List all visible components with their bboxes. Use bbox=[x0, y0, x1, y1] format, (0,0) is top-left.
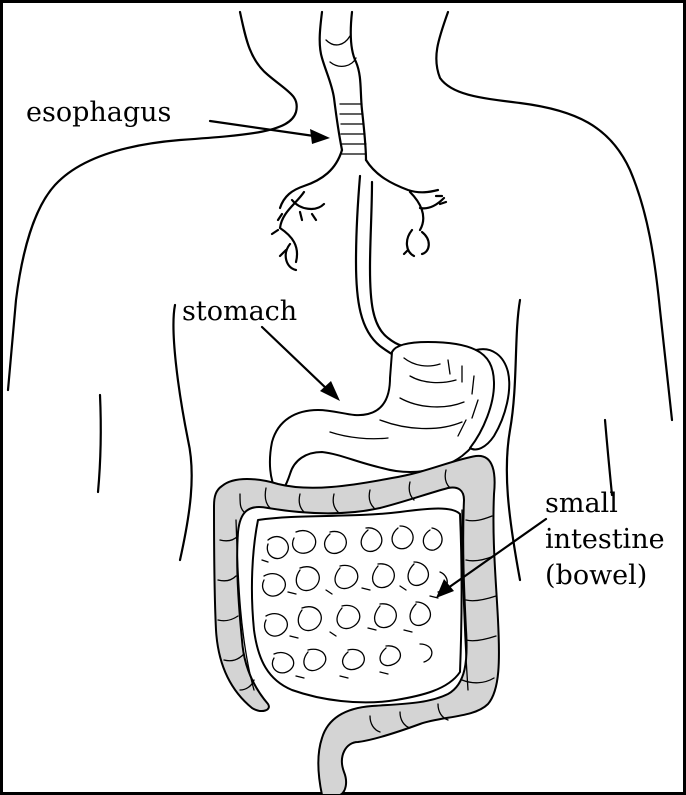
label-small-intestine-line3: (bowel) bbox=[545, 560, 647, 592]
esophagus-arrow bbox=[210, 121, 314, 136]
esophagus-organ bbox=[272, 12, 446, 362]
label-esophagus: esophagus bbox=[26, 97, 171, 129]
label-small-intestine-line1: small bbox=[545, 488, 618, 520]
label-small-intestine-line2: intestine bbox=[545, 524, 665, 556]
esophagus-arrowhead bbox=[310, 129, 330, 144]
label-stomach: stomach bbox=[182, 296, 297, 328]
stomach-arrow bbox=[262, 327, 328, 390]
small-intestine-organ bbox=[252, 509, 462, 703]
